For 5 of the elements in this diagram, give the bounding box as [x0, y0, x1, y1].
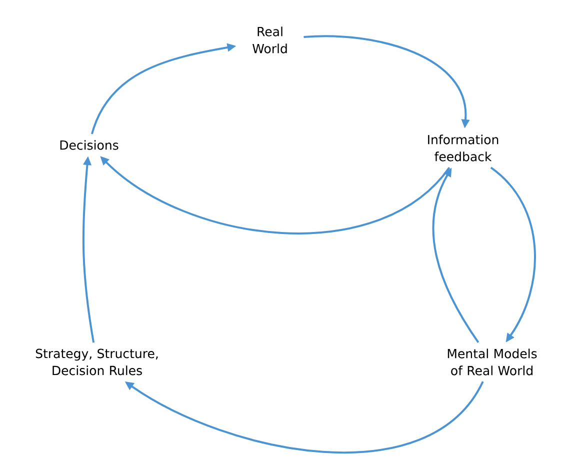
node-label: Strategy, Structure, Decision Rules — [36, 348, 158, 376]
node-label: Real World — [252, 26, 287, 54]
node-label: Mental Models of Real World — [448, 348, 537, 376]
node-label: Decisions — [60, 140, 118, 150]
node-label: Information feedback — [428, 134, 498, 162]
